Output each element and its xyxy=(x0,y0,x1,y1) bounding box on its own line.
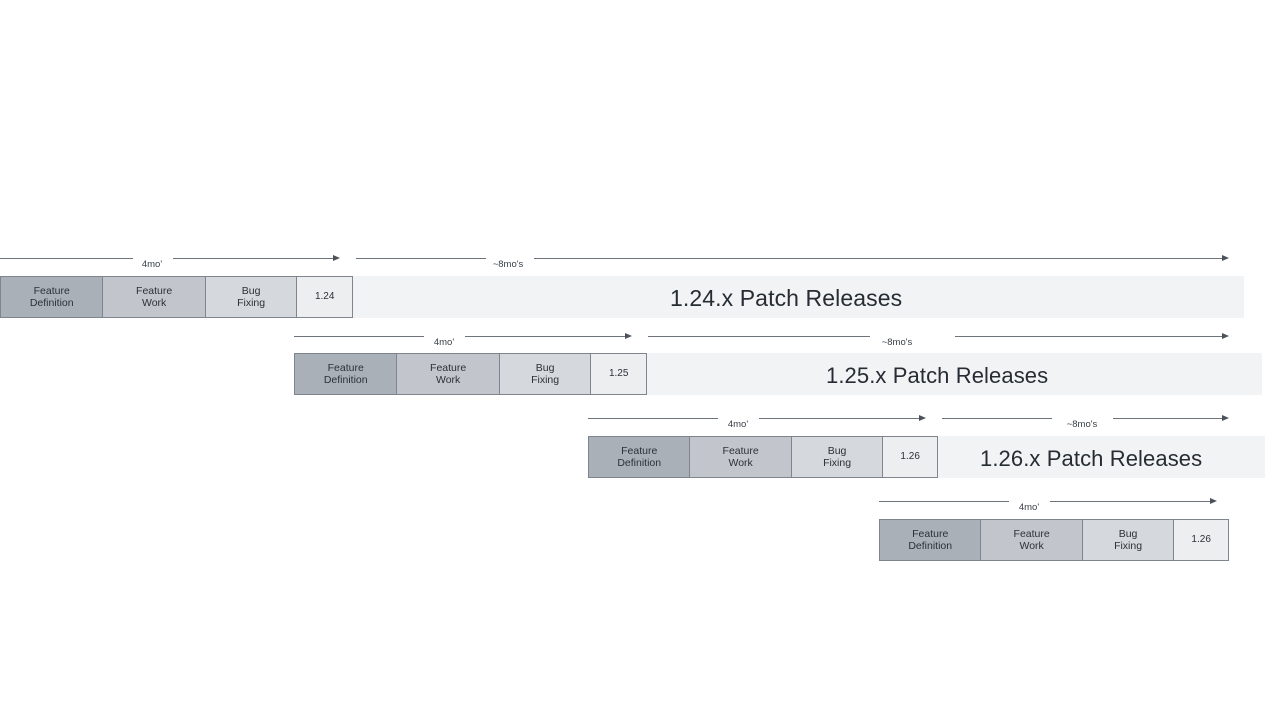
phase-line1: Bug xyxy=(827,444,847,457)
phase-line1: Feature xyxy=(430,361,467,374)
arrow-segment-dev-right xyxy=(173,258,335,259)
phase-line2: Work xyxy=(728,457,753,469)
duration-label-dev-4: 4mo' xyxy=(1018,502,1040,513)
arrow-head-patch-3 xyxy=(1222,414,1229,421)
patch-release-label-124: 1.24.x Patch Releases xyxy=(670,285,903,311)
duration-label-dev-1: 4mo' xyxy=(141,259,163,270)
phase-line1: Feature xyxy=(327,361,364,374)
phase-line2: Work xyxy=(141,297,167,309)
phase-line1: Bug xyxy=(535,361,555,374)
timeline-arrows-row-1: 4mo' ~8mo's xyxy=(0,252,1280,270)
duration-label-patch-1: ~8mo's xyxy=(492,259,524,270)
duration-label-patch-3: ~8mo's xyxy=(1066,419,1098,430)
timeline-arrows-row-3: 4mo' ~8mo's xyxy=(0,412,1280,430)
arrow-head-dev-2 xyxy=(625,332,632,339)
arrow-segment-dev-right xyxy=(465,336,627,337)
arrow-segment-patch-left xyxy=(356,258,486,259)
duration-label-dev-3: 4mo' xyxy=(727,419,749,430)
phase-line1: Feature xyxy=(912,527,949,540)
phase-line1: Bug xyxy=(241,284,261,297)
arrow-segment-patch-left xyxy=(648,336,870,337)
arrow-segment-dev-left xyxy=(879,501,1009,502)
arrow-segment-patch-right xyxy=(955,336,1224,337)
phase-line2: Fixing xyxy=(823,457,852,469)
phase-line2: Definition xyxy=(323,374,368,386)
version-box-126: 1.26 xyxy=(883,437,937,477)
phase-line2: Definition xyxy=(29,297,74,309)
duration-label-dev-2: 4mo' xyxy=(433,337,455,348)
timeline-arrows-row-2: 4mo' ~8mo's xyxy=(0,330,1280,348)
phase-line2: Fixing xyxy=(531,374,560,386)
arrow-segment-dev-right xyxy=(759,418,921,419)
arrow-segment-dev-left xyxy=(0,258,133,259)
phase-line1: Feature xyxy=(621,444,658,457)
patch-release-label-126: 1.26.x Patch Releases xyxy=(980,446,1203,471)
arrow-segment-patch-right xyxy=(1113,418,1224,419)
phase-line2: Definition xyxy=(908,540,953,552)
version-box-127: 1.26 xyxy=(1174,520,1228,560)
arrow-head-dev-3 xyxy=(919,414,926,421)
arrow-head-dev-1 xyxy=(333,254,340,261)
phase-line2: Fixing xyxy=(237,297,266,309)
phase-line2: Work xyxy=(435,374,461,386)
duration-label-patch-2: ~8mo's xyxy=(881,337,913,348)
phase-line1: Feature xyxy=(1013,527,1050,540)
arrow-head-patch-2 xyxy=(1222,332,1229,339)
phase-line2: Work xyxy=(1019,540,1044,552)
arrow-head-dev-4 xyxy=(1210,497,1217,504)
phase-line1: Bug xyxy=(1118,527,1138,540)
arrow-head-patch-1 xyxy=(1222,254,1229,261)
phase-line2: Fixing xyxy=(1114,540,1143,552)
arrow-segment-patch-left xyxy=(942,418,1052,419)
arrow-segment-dev-left xyxy=(294,336,424,337)
phase-line1: Feature xyxy=(722,444,759,457)
version-box-124: 1.24 xyxy=(297,277,353,317)
patch-release-label-125: 1.25.x Patch Releases xyxy=(826,363,1049,388)
arrow-segment-patch-right xyxy=(534,258,1224,259)
timeline-arrows-row-4: 4mo' xyxy=(0,495,1280,513)
arrow-segment-dev-right xyxy=(1050,501,1212,502)
phase-line2: Definition xyxy=(617,457,662,469)
phase-line1: Feature xyxy=(33,284,70,297)
version-box-125: 1.25 xyxy=(591,354,647,394)
phase-line1: Feature xyxy=(136,284,173,297)
arrow-segment-dev-left xyxy=(588,418,718,419)
